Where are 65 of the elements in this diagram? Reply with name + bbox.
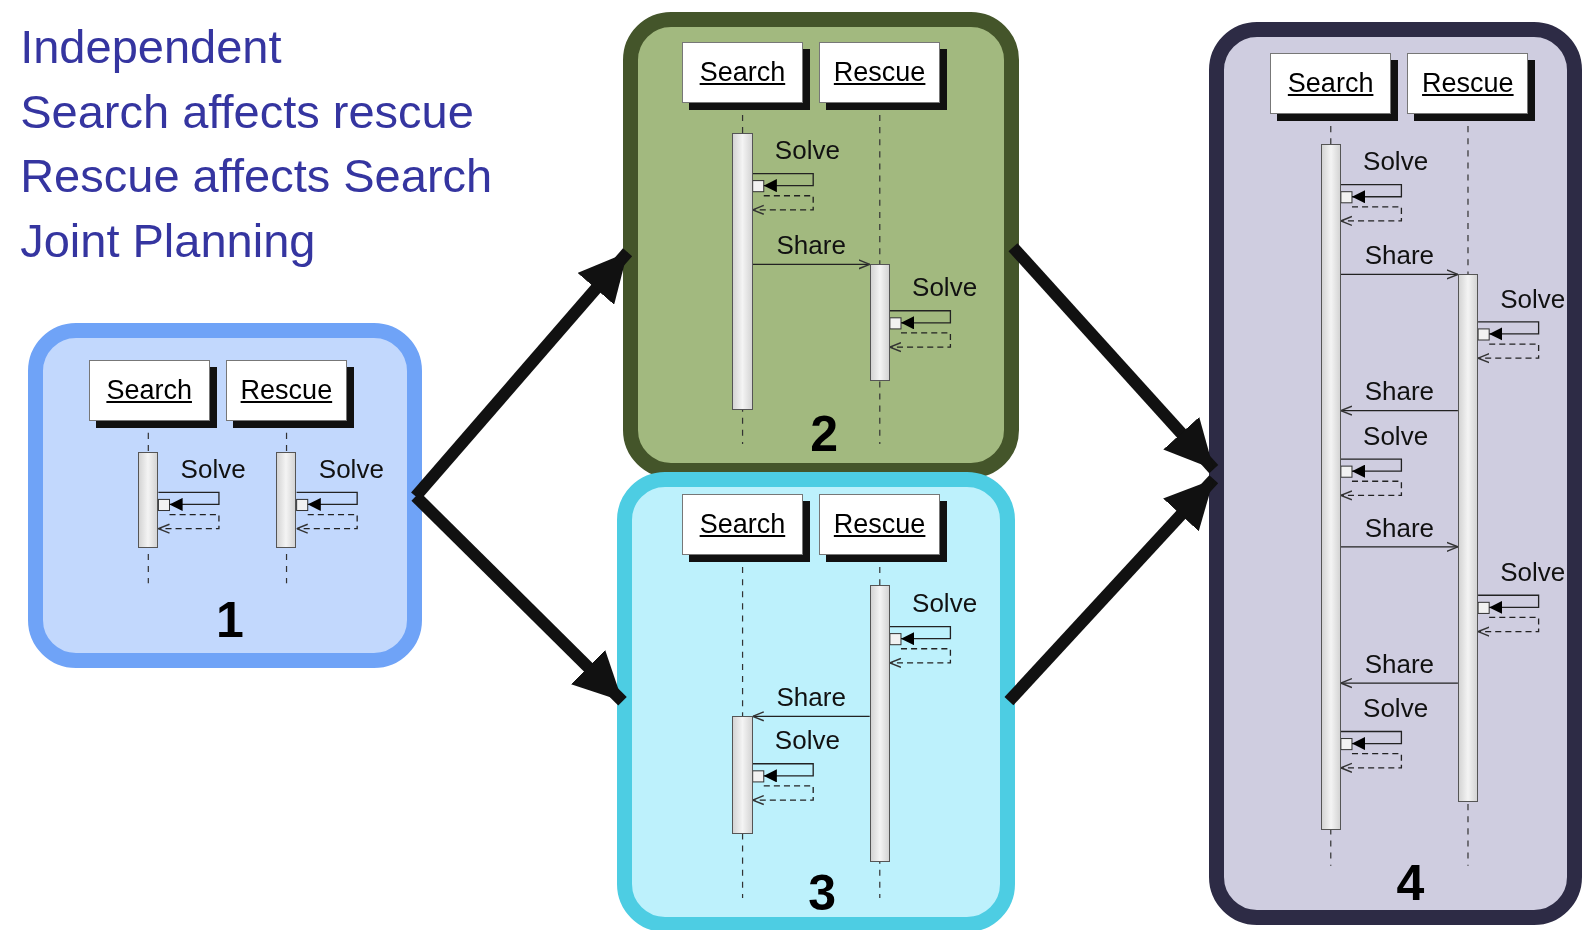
- self-call-arrow: [889, 310, 952, 330]
- edge-label: Solve: [1363, 146, 1429, 177]
- activation-bar: [1457, 274, 1478, 802]
- message-arrow: [751, 711, 871, 722]
- return-arrow: [889, 648, 952, 669]
- edge-label: Share: [1364, 376, 1435, 407]
- panel-number: 2: [810, 408, 839, 459]
- return-arrow: [295, 513, 358, 534]
- panel-number: 1: [216, 595, 244, 646]
- edge-label: Solve: [1363, 693, 1429, 724]
- self-call-arrow: [889, 625, 952, 646]
- return-arrow: [1340, 480, 1403, 501]
- message-arrow: [1340, 677, 1459, 689]
- edge-label: Share: [1364, 512, 1435, 543]
- return-arrow: [1477, 343, 1540, 364]
- self-call-arrow: [752, 172, 814, 193]
- return-arrow: [1340, 753, 1403, 773]
- self-call-arrow: [1340, 730, 1403, 751]
- self-call-arrow: [157, 491, 220, 511]
- self-call-arrow: [752, 763, 814, 783]
- legend-text: Search affects rescue: [20, 84, 474, 139]
- edge-label: Share: [776, 682, 846, 713]
- panel: [1208, 22, 1582, 926]
- panel-number: 3: [808, 867, 837, 918]
- self-call-arrow: [1477, 594, 1540, 614]
- message-arrow: [1340, 405, 1459, 416]
- return-arrow: [751, 195, 814, 215]
- thick-arrow: [1008, 243, 1219, 474]
- self-call-arrow: [1340, 458, 1403, 478]
- message-arrow: [752, 259, 871, 270]
- return-arrow: [751, 785, 814, 806]
- edge-label: Solve: [1500, 556, 1566, 587]
- return-arrow: [1340, 206, 1403, 227]
- activation-bar: [1320, 144, 1341, 831]
- edge-label: Solve: [180, 454, 246, 484]
- self-call-arrow: [1340, 183, 1403, 204]
- thick-arrow: [1004, 475, 1219, 706]
- edge-label: Share: [1364, 648, 1435, 679]
- return-arrow: [1477, 616, 1540, 637]
- edge-label: Solve: [912, 272, 978, 303]
- activation-bar: [138, 451, 159, 548]
- activation-bar: [732, 716, 753, 835]
- return-arrow: [889, 332, 952, 353]
- edge-label: Share: [1364, 240, 1435, 271]
- activation-bar: [869, 264, 890, 382]
- edge-label: Solve: [318, 454, 384, 484]
- activation-bar: [869, 585, 890, 863]
- panel: [617, 472, 1015, 930]
- legend-text: Joint Planning: [20, 213, 316, 268]
- message-arrow: [1340, 541, 1459, 552]
- panel-number: 4: [1396, 857, 1425, 908]
- return-arrow: [157, 513, 220, 534]
- edge-label: Solve: [774, 135, 840, 166]
- activation-bar: [276, 451, 297, 548]
- legend-text: Rescue affects Search: [20, 149, 493, 204]
- panel: [28, 322, 422, 668]
- edge-label: Solve: [774, 725, 840, 756]
- edge-label: Solve: [912, 588, 978, 619]
- legend-text: Independent: [20, 20, 282, 75]
- edge-label: Solve: [1500, 283, 1566, 314]
- edge-label: Solve: [1363, 420, 1429, 451]
- self-call-arrow: [295, 491, 358, 511]
- edge-label: Share: [776, 230, 846, 261]
- message-arrow: [1340, 269, 1459, 280]
- self-call-arrow: [1477, 321, 1540, 341]
